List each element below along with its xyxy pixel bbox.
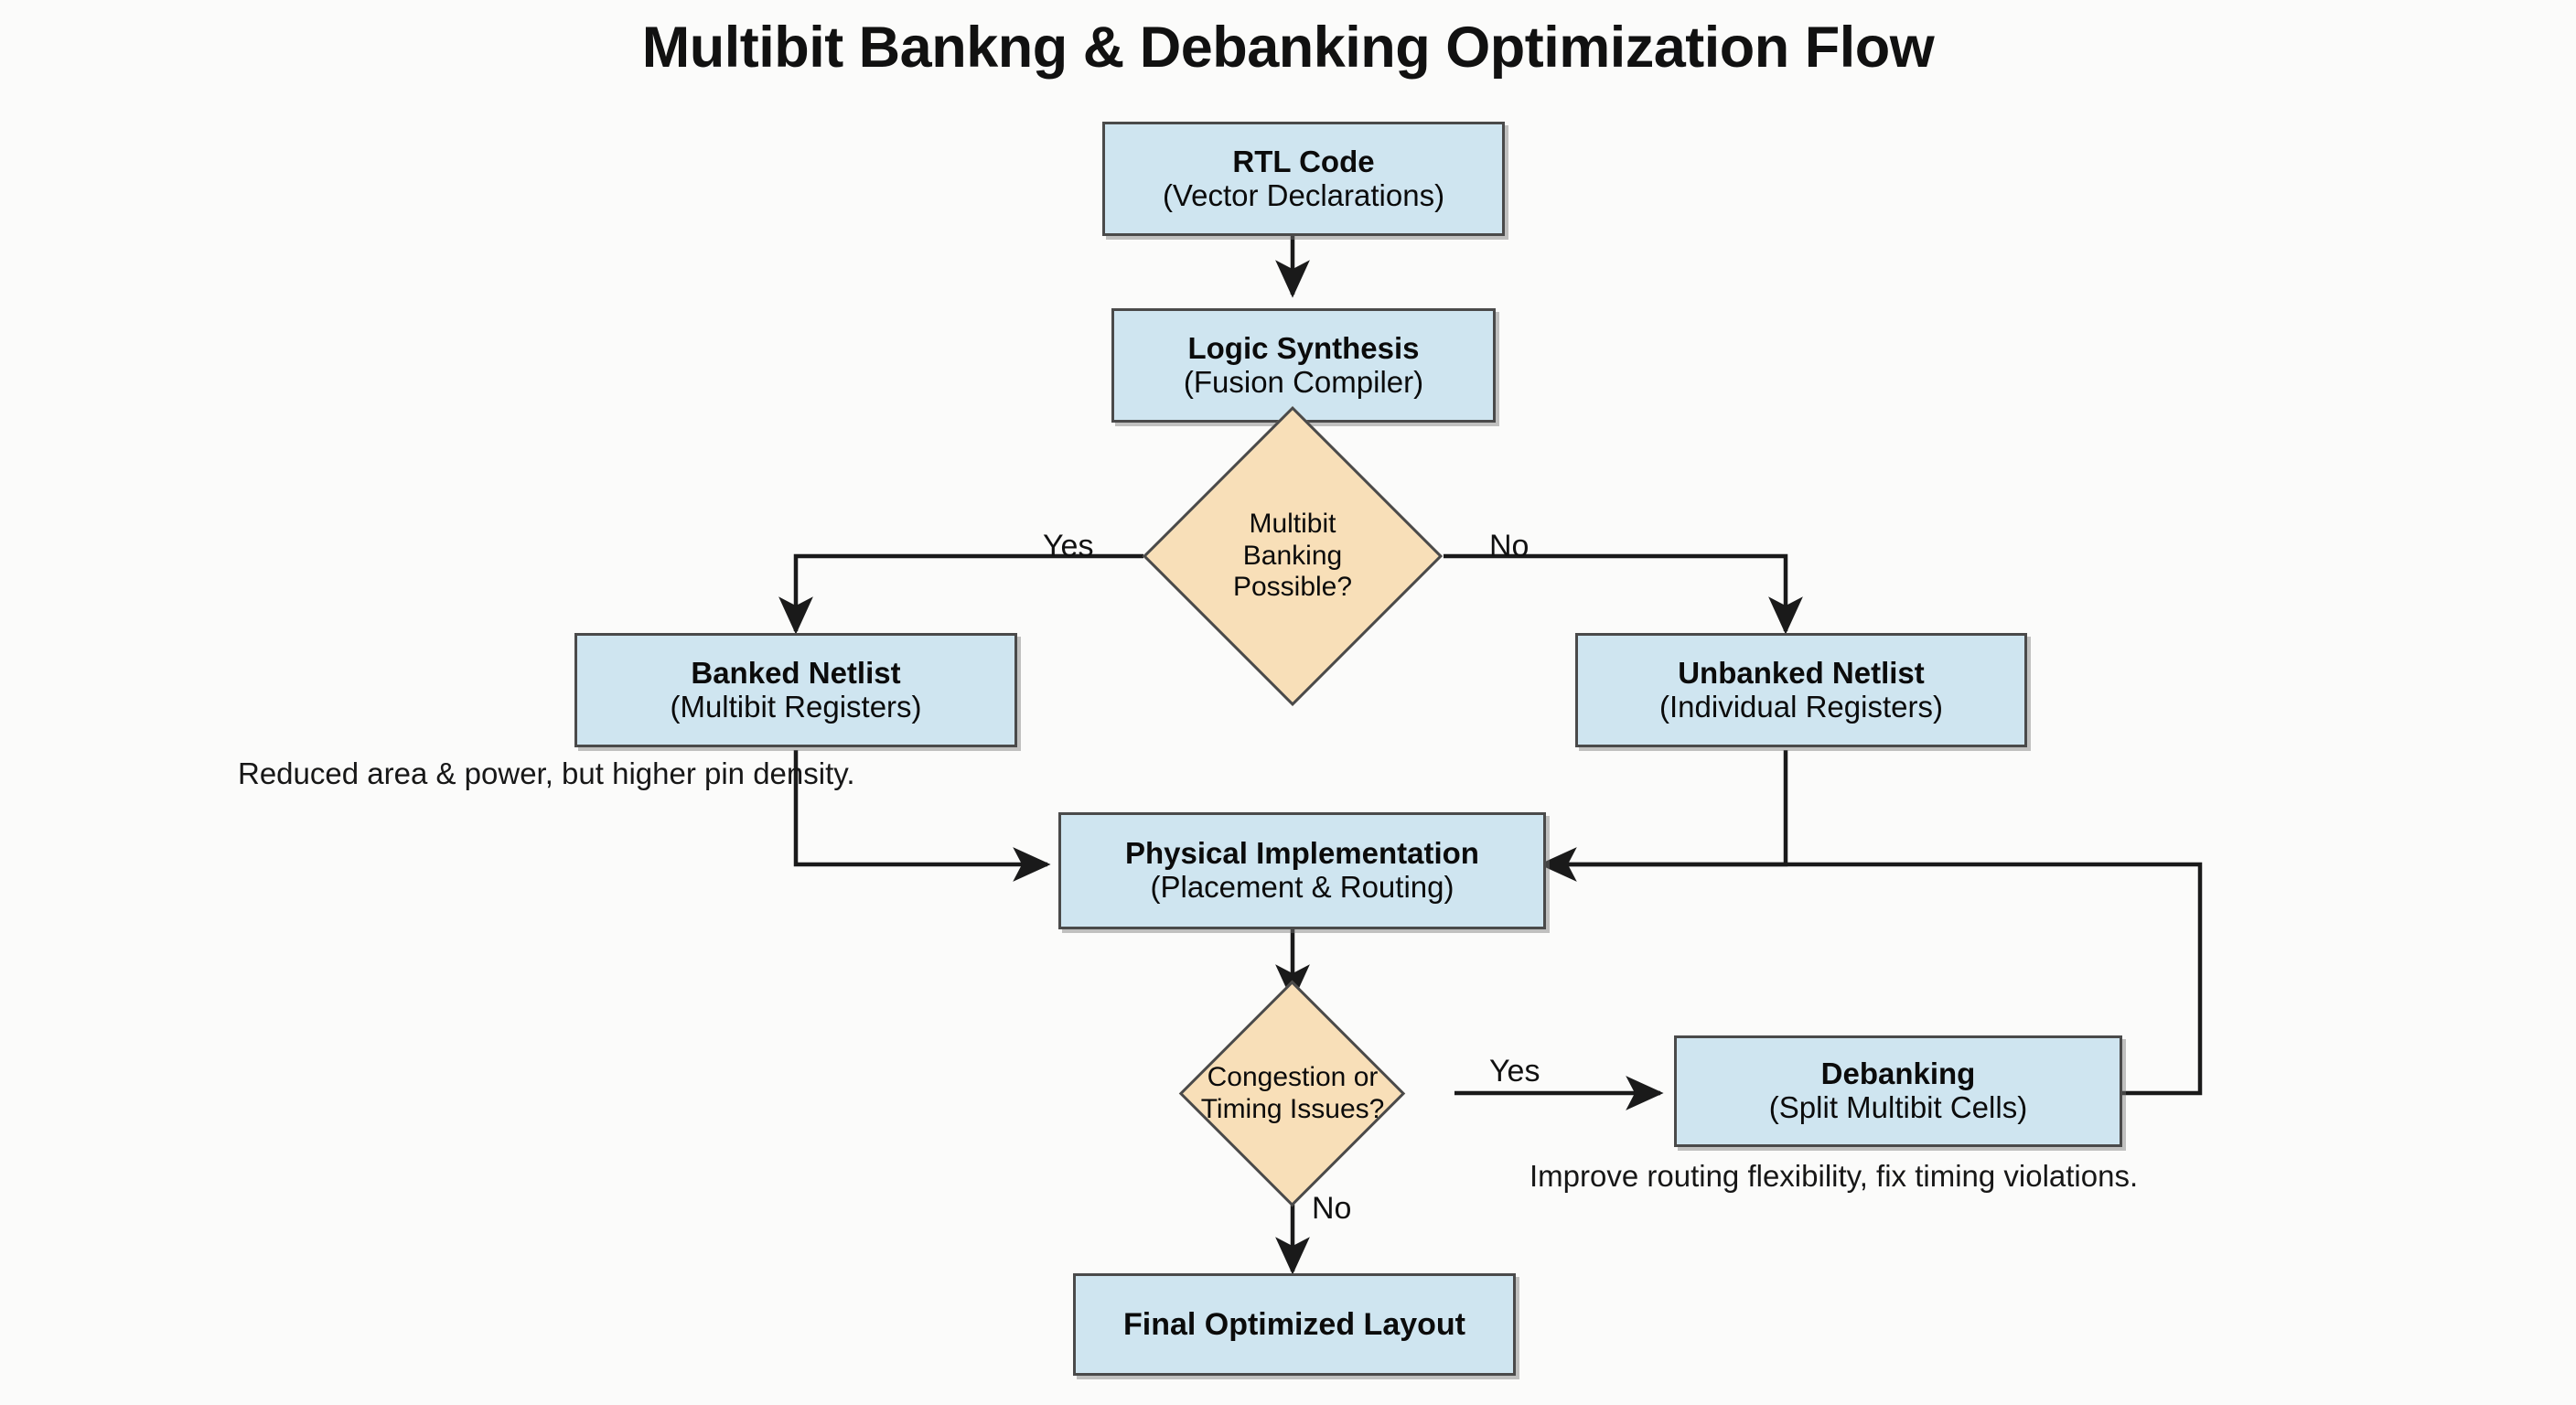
node-physical-implementation[interactable]: Physical Implementation (Placement & Rou… bbox=[1058, 812, 1546, 929]
decision-line-1: Congestion or bbox=[1207, 1062, 1379, 1093]
annotation-debanking: Improve routing flexibility, fix timing … bbox=[1530, 1159, 2139, 1193]
node-debanking[interactable]: Debanking (Split Multibit Cells) bbox=[1674, 1035, 2122, 1147]
node-physical-implementation-title: Physical Implementation bbox=[1125, 836, 1479, 871]
edge-label-congestion-no: No bbox=[1312, 1191, 1352, 1226]
edge-decision-no-to-unbanked bbox=[1444, 553, 1803, 635]
node-final-optimized-layout[interactable]: Final Optimized Layout bbox=[1073, 1273, 1516, 1376]
node-rtl-code-subtitle: (Vector Declarations) bbox=[1162, 177, 1445, 212]
node-unbanked-netlist-title: Unbanked Netlist bbox=[1678, 655, 1925, 690]
decision-line-2: Timing Issues? bbox=[1200, 1094, 1385, 1124]
node-logic-synthesis[interactable]: Logic Synthesis (Fusion Compiler) bbox=[1111, 308, 1496, 423]
node-multibit-banking-decision[interactable]: Multibit Banking Possible? bbox=[1142, 405, 1444, 707]
decision-line-1: Multibit bbox=[1249, 508, 1336, 539]
node-debanking-subtitle: (Split Multibit Cells) bbox=[1768, 1090, 2028, 1124]
decision-line-2: Banking bbox=[1242, 540, 1343, 571]
node-banked-netlist-title: Banked Netlist bbox=[691, 655, 901, 690]
edge-label-multibit-yes: Yes bbox=[1043, 529, 1094, 563]
node-final-optimized-layout-title: Final Optimized Layout bbox=[1122, 1306, 1466, 1342]
node-rtl-code-title: RTL Code bbox=[1232, 144, 1375, 178]
node-congestion-timing-decision-label: Congestion or Timing Issues? bbox=[1160, 1062, 1425, 1126]
node-unbanked-netlist[interactable]: Unbanked Netlist (Individual Registers) bbox=[1575, 633, 2027, 747]
node-rtl-code[interactable]: RTL Code (Vector Declarations) bbox=[1102, 122, 1505, 236]
annotation-banked-netlist: Reduced area & power, but higher pin den… bbox=[238, 756, 855, 790]
decision-line-3: Possible? bbox=[1232, 572, 1353, 603]
node-multibit-banking-decision-label: Multibit Banking Possible? bbox=[1233, 509, 1352, 604]
edge-label-congestion-yes: Yes bbox=[1489, 1054, 1540, 1089]
node-logic-synthesis-title: Logic Synthesis bbox=[1187, 330, 1420, 365]
node-banked-netlist[interactable]: Banked Netlist (Multibit Registers) bbox=[574, 633, 1017, 747]
page-title: Multibit Bankng & Debanking Optimization… bbox=[641, 16, 1935, 80]
edge-label-multibit-no: No bbox=[1489, 529, 1530, 563]
node-unbanked-netlist-subtitle: (Individual Registers) bbox=[1659, 689, 1943, 724]
node-physical-implementation-subtitle: (Placement & Routing) bbox=[1150, 870, 1454, 904]
node-debanking-title: Debanking bbox=[1820, 1056, 1976, 1091]
edge-decision-yes-to-banked bbox=[778, 553, 1143, 635]
node-congestion-timing-decision[interactable]: Congestion or Timing Issues? bbox=[1160, 980, 1425, 1207]
node-logic-synthesis-subtitle: (Fusion Compiler) bbox=[1183, 364, 1424, 399]
edge-unbanked-to-physical bbox=[1539, 750, 1788, 882]
node-banked-netlist-subtitle: (Multibit Registers) bbox=[670, 689, 922, 724]
